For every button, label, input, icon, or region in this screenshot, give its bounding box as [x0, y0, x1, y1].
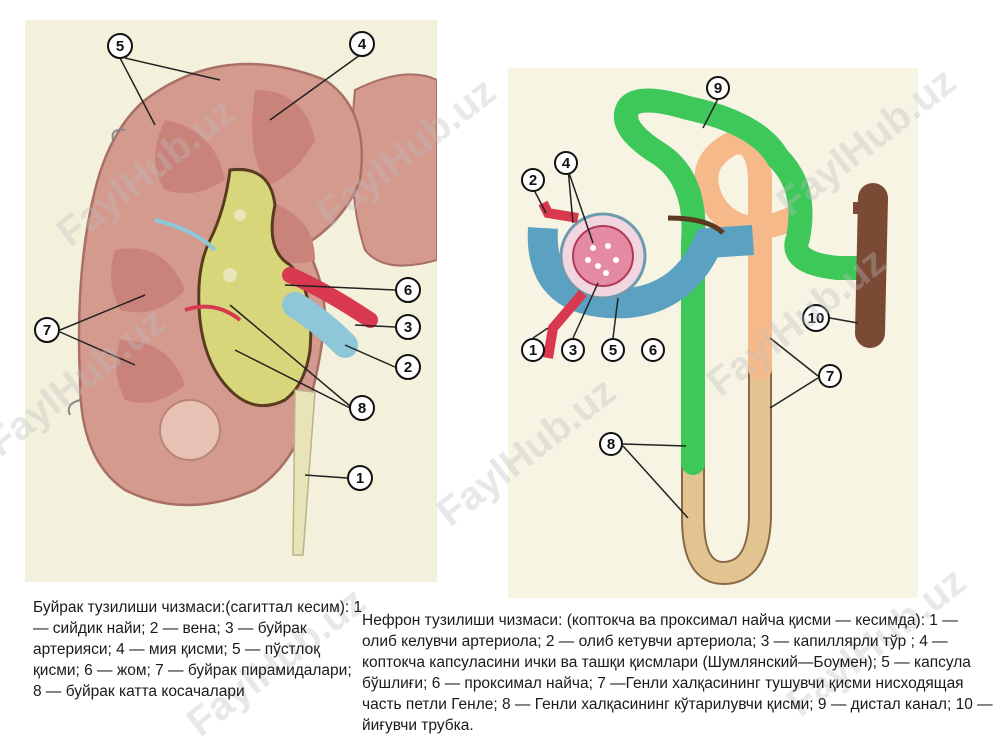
proximal-tubule	[527, 225, 754, 319]
n-label-4: 4	[554, 151, 578, 175]
interlobar-vein	[154, 218, 217, 252]
n-label-3: 3	[561, 338, 585, 362]
label-7: 7	[34, 317, 60, 343]
nephron-diagram: 9 4 2 1 3 5 6 7 8 10	[508, 68, 918, 598]
label-2-text: 2	[404, 359, 412, 376]
interlobar-artery	[184, 304, 242, 322]
kidney-diagram: 5 4 6 3 2 7 8 1	[25, 20, 438, 582]
afferent-arteriole	[543, 289, 587, 359]
n-label-8-text: 8	[607, 436, 615, 453]
n-label-3-text: 3	[569, 342, 577, 359]
label-6-text: 6	[404, 282, 412, 299]
renal-pelvis	[197, 167, 313, 408]
hook	[111, 128, 126, 141]
hook	[67, 399, 81, 416]
kidney-leader-lines	[59, 54, 396, 479]
pyramid	[111, 248, 185, 313]
label-2: 2	[395, 354, 421, 380]
n-label-7-text: 7	[826, 368, 834, 385]
n-label-10: 10	[802, 304, 830, 332]
pyramid	[252, 90, 315, 185]
label-1-text: 1	[356, 470, 364, 487]
henle-loop-ascending	[683, 358, 770, 584]
pyramid	[116, 340, 185, 403]
calyx	[234, 209, 246, 221]
distal-tubule	[614, 88, 880, 475]
renal-vein	[282, 292, 358, 358]
renal-artery	[282, 267, 378, 328]
n-label-5-text: 5	[609, 342, 617, 359]
collecting-duct	[855, 183, 888, 348]
n-label-6-text: 6	[649, 342, 657, 359]
ureter	[292, 389, 316, 556]
adjacent-lobe	[350, 73, 438, 267]
label-1: 1	[347, 465, 373, 491]
label-8-text: 8	[358, 400, 366, 417]
n-label-9-text: 9	[714, 80, 722, 97]
nephron-svg: 9 4 2 1 3 5 6 7 8 10	[508, 68, 918, 598]
capillary-dots	[585, 243, 619, 276]
glomerulus	[572, 225, 634, 287]
n-label-1: 1	[521, 338, 545, 362]
n-label-9: 9	[706, 76, 730, 100]
n-label-2: 2	[521, 168, 545, 192]
calyx	[223, 268, 237, 282]
n-label-2-text: 2	[529, 172, 537, 189]
efferent-arteriole	[538, 200, 579, 223]
n-label-1-text: 1	[529, 342, 537, 359]
label-6: 6	[395, 277, 421, 303]
label-3: 3	[395, 314, 421, 340]
kidney-caption: Буйрак тузилиши чизмаси:(сагиттал кесим)…	[33, 599, 363, 700]
label-4-text: 4	[358, 36, 367, 53]
nephron-caption: Нефрон тузилиши чизмаси: (коптокча ва пр…	[362, 612, 993, 734]
label-5: 5	[107, 33, 133, 59]
label-7-text: 7	[43, 322, 51, 339]
n-label-4-text: 4	[562, 155, 571, 172]
label-8: 8	[349, 395, 375, 421]
pyramid-cross-section	[159, 399, 221, 461]
n-label-6: 6	[641, 338, 665, 362]
label-3-text: 3	[404, 319, 412, 336]
label-4: 4	[349, 31, 375, 57]
n-label-10-text: 10	[808, 310, 825, 327]
pyramid	[155, 120, 225, 194]
label-5-text: 5	[116, 38, 124, 55]
juxtaglomerular-vessel	[667, 215, 725, 235]
kidney-section-svg: 5 4 6 3 2 7 8 1	[25, 20, 438, 582]
n-label-8: 8	[599, 432, 623, 456]
n-label-5: 5	[601, 338, 625, 362]
n-label-7: 7	[818, 364, 842, 388]
